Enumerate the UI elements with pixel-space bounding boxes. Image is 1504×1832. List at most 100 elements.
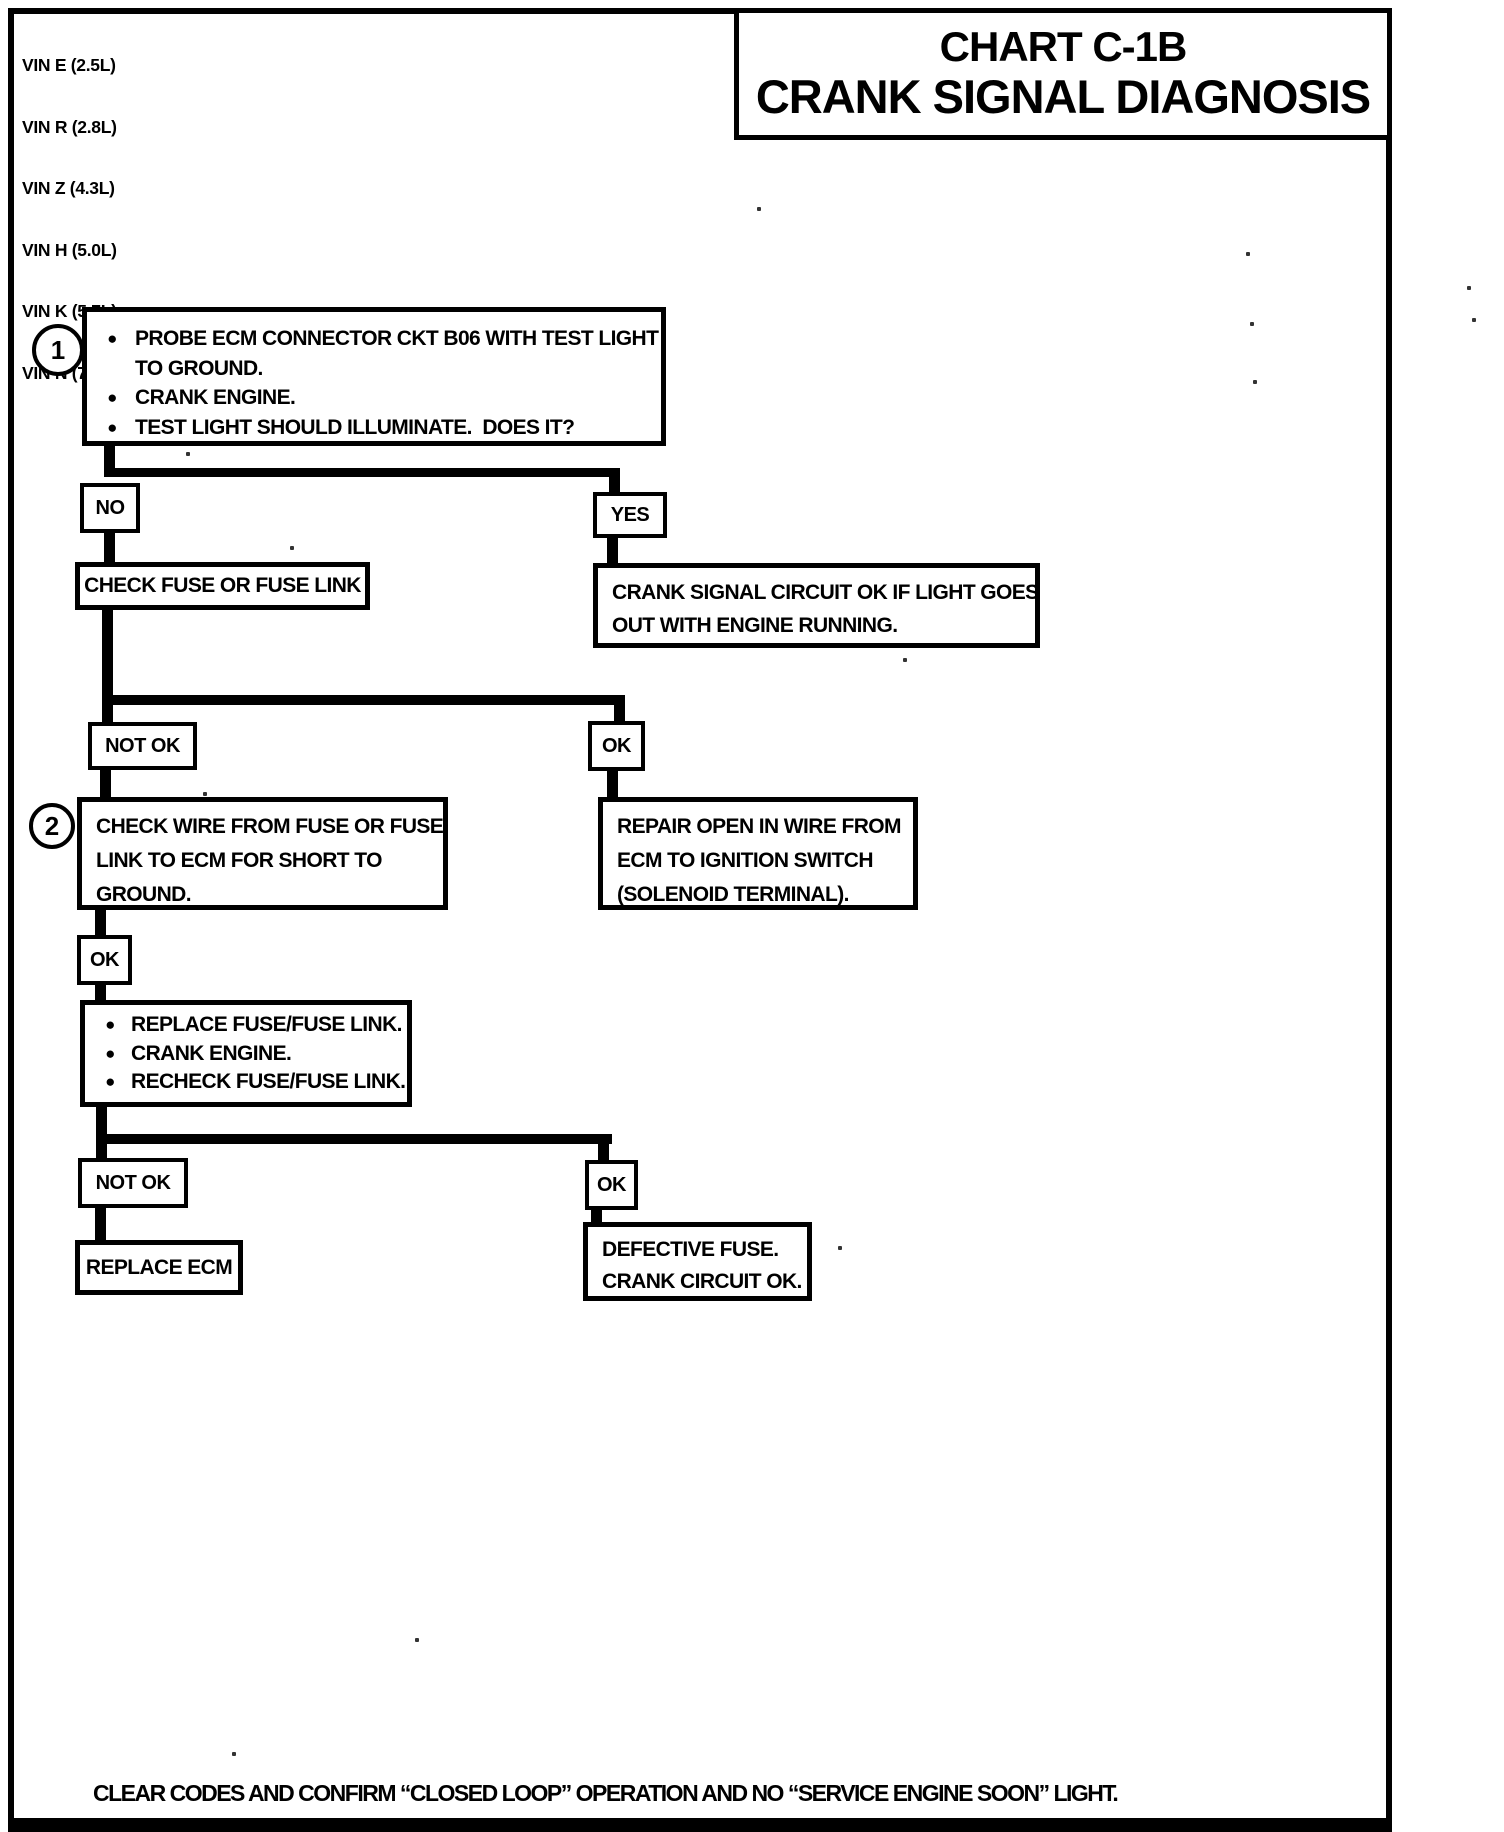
connector-replacefuse-drop (96, 1105, 107, 1162)
vin-item: VIN R (2.8L) (22, 116, 117, 137)
ok-label: OK (602, 734, 632, 757)
replace-fuse-line: ● RECHECK FUSE/FUSE LINK. (85, 1068, 407, 1097)
chart-title-box: CHART C-1B CRANK SIGNAL DIAGNOSIS (734, 8, 1392, 140)
check-fuse-text: CHECK FUSE OR FUSE LINK (84, 574, 361, 597)
crank-signal-ok-box: CRANK SIGNAL CIRCUIT OK IF LIGHT GOES OU… (593, 563, 1040, 648)
scan-speck (1472, 318, 1476, 322)
crank-signal-ok-text: OUT WITH ENGINE RUNNING. (612, 614, 898, 637)
page-border-right (1386, 136, 1392, 1826)
repair-open-text: (SOLENOID TERMINAL). (617, 883, 849, 906)
step-1-number: 1 (50, 334, 66, 365)
yes-label: YES (610, 503, 650, 526)
scan-speck (186, 452, 190, 456)
step-2-text: LINK TO ECM FOR SHORT TO (96, 849, 382, 872)
replace-ecm-text: REPLACE ECM (85, 1255, 233, 1279)
ok-label: OK (597, 1173, 627, 1196)
bullet-icon: ● (105, 1015, 115, 1034)
connector-ok1-stub (607, 769, 618, 801)
repair-open-text: REPAIR OPEN IN WIRE FROM (617, 815, 901, 838)
scan-speck (1253, 380, 1257, 384)
branch-label-ok: OK (77, 935, 132, 985)
step-1-line: ● CRANK ENGINE. (87, 383, 661, 413)
repair-open-box: REPAIR OPEN IN WIRE FROM ECM TO IGNITION… (598, 797, 918, 910)
step-1-line: ● TEST LIGHT SHOULD ILLUMINATE. DOES IT? (87, 413, 661, 443)
replace-fuse-text: CRANK ENGINE. (131, 1041, 292, 1065)
connector-yes-stub (607, 535, 618, 567)
step-2-box: CHECK WIRE FROM FUSE OR FUSE LINK TO ECM… (77, 797, 448, 910)
scan-speck (1467, 286, 1471, 290)
scan-speck (757, 207, 761, 211)
scan-speck (1250, 322, 1254, 326)
branch-label-ok: OK (588, 721, 645, 771)
scan-speck (290, 546, 294, 550)
defective-fuse-box: DEFECTIVE FUSE. CRANK CIRCUIT OK. (583, 1222, 812, 1301)
no-label: NO (95, 496, 126, 519)
vin-item: VIN H (5.0L) (22, 239, 117, 260)
step-2-number: 2 (44, 810, 60, 841)
step-1-box: ● PROBE ECM CONNECTOR CKT B06 WITH TEST … (82, 307, 666, 446)
connector-branch-1 (104, 468, 620, 477)
connector-yes-drop (609, 468, 620, 496)
page-border-top (8, 8, 739, 14)
branch-label-yes: YES (593, 492, 667, 538)
not-ok-label: NOT OK (95, 1171, 171, 1194)
connector-ok3-drop (598, 1134, 609, 1164)
scan-speck (838, 1246, 842, 1250)
step-1-text: PROBE ECM CONNECTOR CKT B06 WITH TEST LI… (135, 327, 659, 350)
connector-step2-stub (95, 908, 106, 939)
connector-branch-3 (96, 1134, 612, 1144)
step-1-text: TO GROUND. (135, 356, 263, 380)
connector-ok1-drop (614, 695, 625, 725)
repair-open-text: ECM TO IGNITION SWITCH (617, 849, 874, 872)
page-border-left (8, 8, 14, 1832)
bullet-icon: ● (107, 388, 117, 407)
bullet-icon: ● (107, 329, 117, 348)
vin-item: VIN Z (4.3L) (22, 178, 115, 198)
step-2-circle: 2 (29, 803, 75, 849)
connector-notok1-stub (100, 768, 111, 801)
connector-ok3-stub (591, 1208, 602, 1226)
bullet-spacer (101, 354, 123, 384)
scan-speck (1246, 252, 1250, 256)
check-fuse-box: CHECK FUSE OR FUSE LINK (75, 562, 370, 610)
branch-label-not-ok: NOT OK (78, 1158, 188, 1208)
defective-fuse-text: DEFECTIVE FUSE. (602, 1238, 779, 1261)
replace-fuse-text: RECHECK FUSE/FUSE LINK. (131, 1070, 406, 1093)
chart-name-title: CRANK SIGNAL DIAGNOSIS (755, 70, 1371, 123)
replace-fuse-box: ● REPLACE FUSE/FUSE LINK. ● CRANK ENGINE… (80, 1000, 412, 1107)
branch-label-ok: OK (585, 1160, 638, 1210)
replace-fuse-line: ● REPLACE FUSE/FUSE LINK. (85, 1011, 407, 1040)
branch-label-not-ok: NOT OK (88, 722, 197, 770)
connector-notok2-stub (95, 1206, 106, 1244)
connector-branch-2 (102, 695, 625, 705)
defective-fuse-text: CRANK CIRCUIT OK. (602, 1270, 802, 1293)
step-2-text: CHECK WIRE FROM FUSE OR FUSE (96, 815, 444, 838)
connector-no-stub (104, 530, 115, 566)
scan-speck (415, 1638, 419, 1642)
page-border-bottom (8, 1818, 1392, 1832)
bullet-icon: ● (107, 417, 117, 437)
step-2-text: GROUND. (96, 883, 192, 906)
step-1-text: TEST LIGHT SHOULD ILLUMINATE. DOES IT? (135, 415, 575, 439)
ok-label: OK (90, 948, 120, 971)
bullet-icon: ● (105, 1043, 115, 1063)
step-1-circle: 1 (32, 324, 84, 376)
crank-signal-ok-text: CRANK SIGNAL CIRCUIT OK IF LIGHT GOES (612, 581, 1039, 604)
step-1-line: TO GROUND. (87, 354, 661, 384)
connector-checkfuse-drop (102, 608, 113, 726)
connector-ok2-stub (95, 983, 106, 1004)
replace-ecm-box: REPLACE ECM (75, 1240, 243, 1295)
chart-number-title: CHART C-1B (939, 23, 1188, 70)
connector-step1-drop (104, 444, 115, 477)
vin-item: VIN E (2.5L) (22, 55, 116, 75)
replace-fuse-text: REPLACE FUSE/FUSE LINK. (131, 1013, 402, 1036)
not-ok-label: NOT OK (105, 734, 180, 757)
footer-note: CLEAR CODES AND CONFIRM “CLOSED LOOP” OP… (93, 1780, 1119, 1806)
scan-speck (203, 792, 207, 796)
scan-speck (903, 658, 907, 662)
replace-fuse-line: ● CRANK ENGINE. (85, 1040, 407, 1069)
scan-speck (232, 1752, 236, 1756)
bullet-icon: ● (105, 1072, 115, 1091)
branch-label-no: NO (80, 483, 140, 533)
